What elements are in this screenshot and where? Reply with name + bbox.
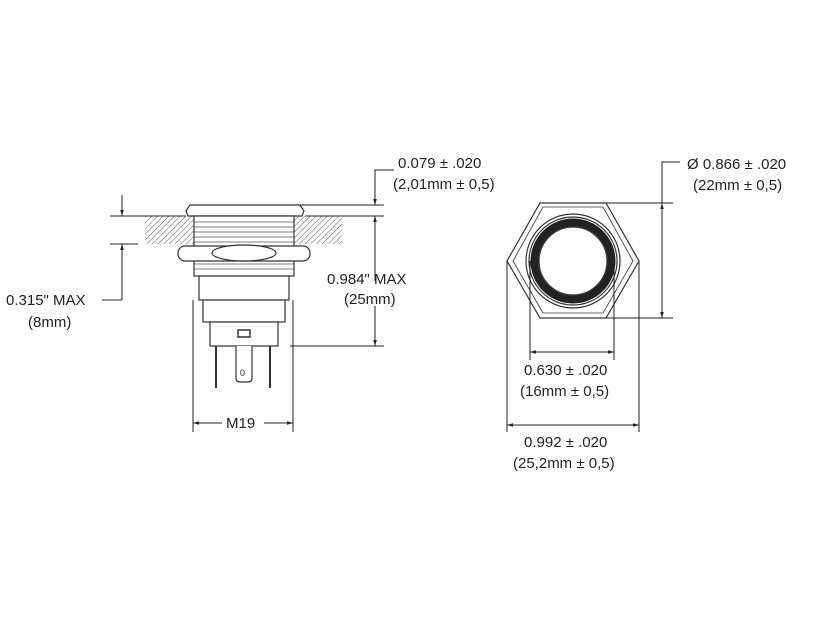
diameter-mm: (22mm ± 0,5) — [693, 177, 782, 194]
body-upper — [198, 275, 290, 301]
front-dimensions — [506, 161, 680, 432]
max-behind-panel-mm: (8mm) — [28, 314, 71, 331]
body-lower — [202, 299, 286, 323]
max-length-mm: (25mm) — [344, 291, 396, 308]
inner-mm: (16mm ± 0,5) — [520, 383, 609, 400]
max-length-inch: 0.984" MAX — [327, 271, 407, 288]
panel-thickness-mm: (2,01mm ± 0,5) — [393, 176, 495, 193]
center-terminal — [235, 346, 253, 383]
panel-right — [291, 216, 342, 244]
panel-thickness-inch: 0.079 ± .020 — [398, 155, 481, 172]
diameter-inch: Ø 0.866 ± .020 — [687, 156, 786, 173]
across-inch: 0.992 ± .020 — [524, 434, 607, 451]
side-view — [145, 204, 342, 388]
front-view — [506, 202, 640, 319]
panel-left — [145, 216, 195, 244]
max-behind-panel-inch: 0.315" MAX — [6, 292, 86, 309]
side-dimensions — [102, 169, 394, 432]
thread-label: M19 — [226, 415, 255, 432]
bezel — [185, 204, 305, 217]
nut — [177, 244, 311, 262]
led-ring — [530, 218, 616, 304]
inner-inch: 0.630 ± .020 — [524, 362, 607, 379]
terminal-mark: 0 — [240, 368, 245, 378]
across-mm: (25,2mm ± 0,5) — [513, 455, 615, 472]
